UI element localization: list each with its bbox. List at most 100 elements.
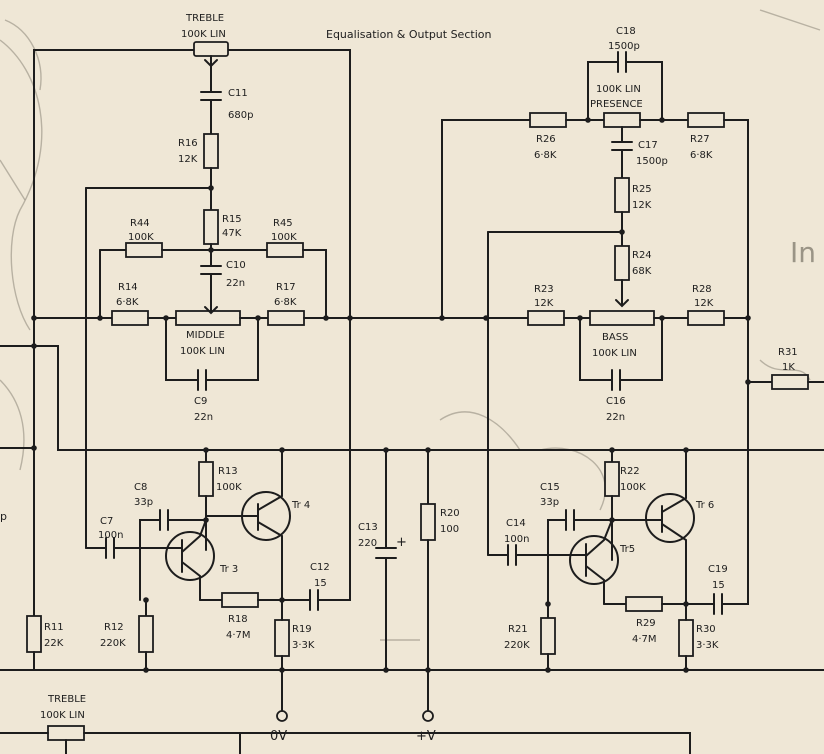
c7-ref: C7 (100, 516, 113, 527)
r22-value: 100K (620, 482, 646, 493)
r45-value: 100K (271, 232, 297, 243)
R11-resistor (26, 615, 42, 653)
bass-pot (589, 310, 655, 326)
R24-resistor (614, 245, 630, 281)
R12-resistor (138, 615, 154, 653)
treble-value: 100K LIN (181, 29, 226, 40)
c8-ref: C8 (134, 482, 147, 493)
c13-value: 220 (358, 538, 377, 549)
tr6-transistor (645, 493, 695, 543)
r15-value: 47K (222, 228, 242, 239)
R13-resistor (198, 461, 214, 497)
c16-ref: C16 (606, 396, 626, 407)
r12-value: 220K (100, 638, 126, 649)
middle-name: MIDDLE (186, 330, 225, 341)
c12-value: 15 (314, 578, 327, 589)
c19-value: 15 (712, 580, 725, 591)
r17-value: 6·8K (274, 297, 297, 308)
right-amplifier (487, 381, 749, 671)
r27-ref: R27 (690, 134, 710, 145)
r28-value: 12K (694, 298, 714, 309)
r29-value: 4·7M (632, 634, 657, 645)
junction-dots (31, 117, 751, 673)
r11-ref: R11 (44, 622, 64, 633)
r14-value: 6·8K (116, 297, 139, 308)
R21-resistor (540, 617, 556, 655)
left-eq-network (33, 41, 487, 549)
r17-ref: R17 (276, 282, 296, 293)
tr5-transistor (569, 535, 619, 585)
presence-pot (603, 112, 641, 128)
R27-resistor (687, 112, 725, 128)
c9-ref: C9 (194, 396, 207, 407)
R15-resistor (203, 209, 219, 245)
R17-resistor (267, 310, 305, 326)
tr3-transistor (165, 531, 215, 581)
c14-ref: C14 (506, 518, 526, 529)
c13-polarity: + (396, 535, 407, 550)
c16-value: 22n (606, 412, 625, 423)
R31-resistor (771, 374, 809, 390)
r20-ref: R20 (440, 508, 460, 519)
right-eq-network (441, 51, 824, 556)
supply-section (375, 449, 436, 722)
r20-value: 100 (440, 524, 459, 535)
R14-resistor (111, 310, 149, 326)
r26-ref: R26 (536, 134, 556, 145)
R18-resistor (221, 592, 259, 608)
c13-ref: C13 (358, 522, 378, 533)
R26-resistor (529, 112, 567, 128)
c15-value: 33p (540, 497, 559, 508)
supply-label: +V (416, 729, 436, 744)
section-title: Equalisation & Output Section (326, 28, 491, 41)
c11-ref: C11 (228, 88, 248, 99)
r12-ref: R12 (104, 622, 124, 633)
r23-value: 12K (534, 298, 554, 309)
r30-ref: R30 (696, 624, 716, 635)
R22-resistor (604, 461, 620, 497)
r13-value: 100K (216, 482, 242, 493)
tr5-label: Tr5 (619, 544, 635, 555)
c10-ref: C10 (226, 260, 246, 271)
r27-value: 6·8K (690, 150, 713, 161)
treble-pot-lower (47, 725, 85, 741)
r44-value: 100K (128, 232, 154, 243)
middle-pot (175, 310, 241, 326)
R44-resistor (125, 242, 163, 258)
r26-value: 6·8K (534, 150, 557, 161)
r25-ref: R25 (632, 184, 652, 195)
edge-text-in: In (790, 236, 816, 269)
r14-ref: R14 (118, 282, 138, 293)
lower-treble-section (0, 725, 691, 754)
r21-ref: R21 (508, 624, 528, 635)
c17-value: 1500p (636, 156, 668, 167)
r23-ref: R23 (534, 284, 554, 295)
ground-label: 0V (270, 729, 287, 744)
r16-value: 12K (178, 154, 198, 165)
c7-value: 100n (98, 530, 123, 541)
c15-ref: C15 (540, 482, 560, 493)
c18-value: 1500p (608, 41, 640, 52)
c18-ref: C18 (616, 26, 636, 37)
r29-ref: R29 (636, 618, 656, 629)
R20-resistor (420, 503, 436, 541)
supply-terminal (422, 710, 434, 722)
c12-ref: C12 (310, 562, 330, 573)
treble-pot (193, 41, 229, 57)
R23-resistor (527, 310, 565, 326)
tr6-label: Tr 6 (695, 500, 714, 511)
r13-ref: R13 (218, 466, 238, 477)
c9-value: 22n (194, 412, 213, 423)
r15-ref: R15 (222, 214, 242, 225)
presence-name: PRESENCE (590, 99, 643, 110)
ground-terminal (276, 710, 288, 722)
r45-ref: R45 (273, 218, 293, 229)
R30-resistor (678, 619, 694, 657)
R19-resistor (274, 619, 290, 657)
R16-resistor (203, 133, 219, 169)
treble-lower-value: 100K LIN (40, 710, 85, 721)
c17-ref: C17 (638, 140, 658, 151)
c19-ref: C19 (708, 564, 728, 575)
c14-value: 100n (504, 534, 529, 545)
